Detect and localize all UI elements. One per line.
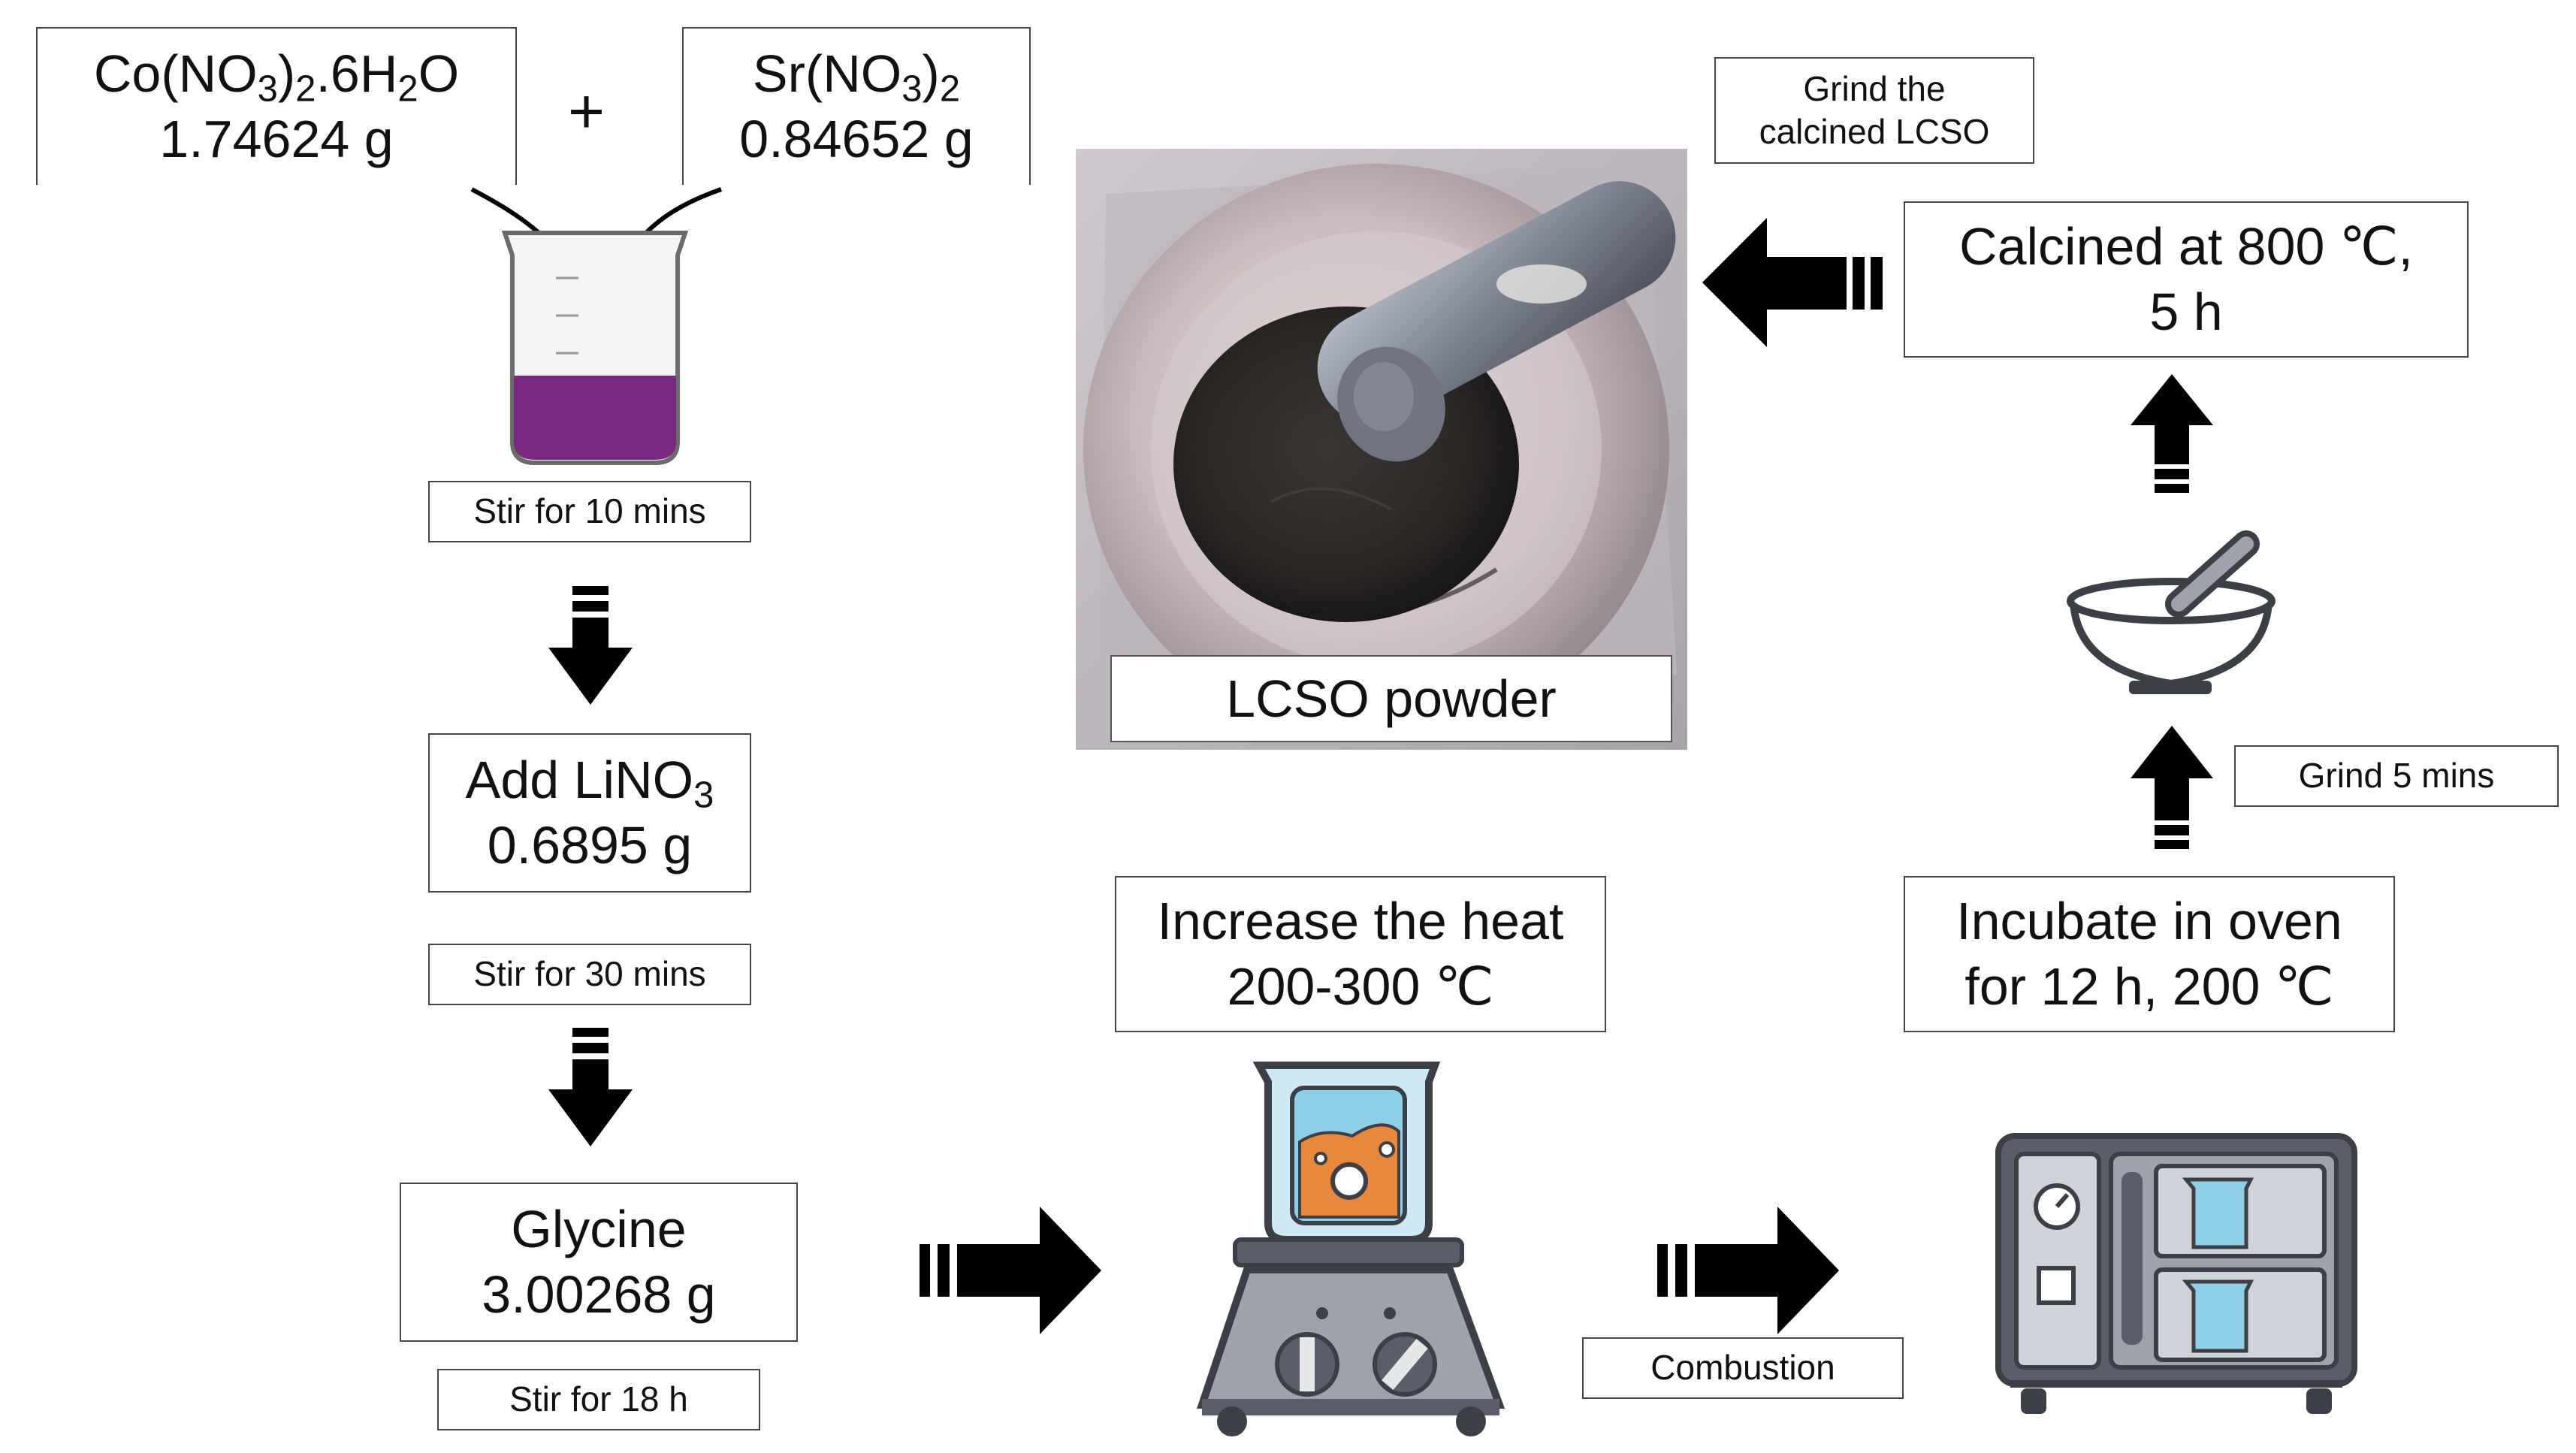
add-lino3-text: Add LiNO3 — [465, 750, 714, 815]
hotplate-beaker-icon — [1197, 1062, 1505, 1436]
co-nitrate-formula: Co(NO3)2.6H2O — [93, 44, 460, 109]
stir-10-label: Stir for 10 mins — [428, 481, 751, 542]
arrow-down-2-icon — [548, 1028, 633, 1146]
glycine-mass: 3.00268 g — [482, 1265, 716, 1324]
combustion-label: Combustion — [1582, 1337, 1904, 1399]
oven-icon — [1995, 1133, 2357, 1414]
co-nitrate-box: Co(NO3)2.6H2O 1.74624 g — [36, 27, 517, 185]
incubate-oven-box: Incubate in oven for 12 h, 200 ℃ — [1904, 876, 2395, 1032]
grind-5-label: Grind 5 mins — [2234, 745, 2559, 807]
grind-calcined-box: Grind the calcined LCSO — [1714, 57, 2034, 164]
add-lino3-box: Add LiNO3 0.6895 g — [428, 733, 751, 893]
calcine-box: Calcined at 800 ℃, 5 h — [1904, 201, 2469, 358]
incubate-line1: Incubate in oven — [1956, 891, 2342, 950]
beaker-icon — [501, 231, 689, 465]
mortar-pestle-icon — [2067, 530, 2276, 694]
grind-calcined-line1: Grind the — [1803, 68, 1946, 108]
arrow-right-1-icon — [920, 1207, 1101, 1334]
calcine-line2: 5 h — [2149, 282, 2223, 341]
arrow-left-icon — [1702, 218, 1883, 347]
sr-nitrate-formula: Sr(NO3)2 — [752, 44, 961, 109]
co-nitrate-mass: 1.74624 g — [159, 110, 394, 168]
sr-nitrate-box: Sr(NO3)2 0.84652 g — [682, 27, 1031, 185]
grind-calcined-line2: calcined LCSO — [1759, 112, 1990, 151]
arrow-up-2-icon — [2131, 374, 2213, 493]
lino3-mass: 0.6895 g — [487, 816, 693, 875]
stir-18-label: Stir for 18 h — [437, 1369, 760, 1430]
arrow-right-2-icon — [1657, 1207, 1839, 1334]
glycine-text: Glycine — [511, 1199, 687, 1258]
arrow-down-1-icon — [548, 586, 633, 705]
lcso-powder-label: LCSO powder — [1110, 655, 1672, 742]
plus-sign: + — [568, 76, 605, 147]
stir-30-label: Stir for 30 mins — [428, 944, 751, 1005]
lcso-powder-photo — [1076, 149, 1687, 750]
increase-heat-box: Increase the heat 200-300 ℃ — [1115, 876, 1606, 1032]
sr-nitrate-mass: 0.84652 g — [739, 110, 974, 168]
glycine-box: Glycine 3.00268 g — [400, 1183, 798, 1342]
arrow-up-1-icon — [2131, 726, 2213, 849]
increase-heat-line1: Increase the heat — [1157, 891, 1564, 950]
calcine-line1: Calcined at 800 ℃, — [1959, 216, 2413, 276]
increase-heat-line2: 200-300 ℃ — [1227, 957, 1494, 1016]
incubate-line2: for 12 h, 200 ℃ — [1964, 957, 2334, 1016]
